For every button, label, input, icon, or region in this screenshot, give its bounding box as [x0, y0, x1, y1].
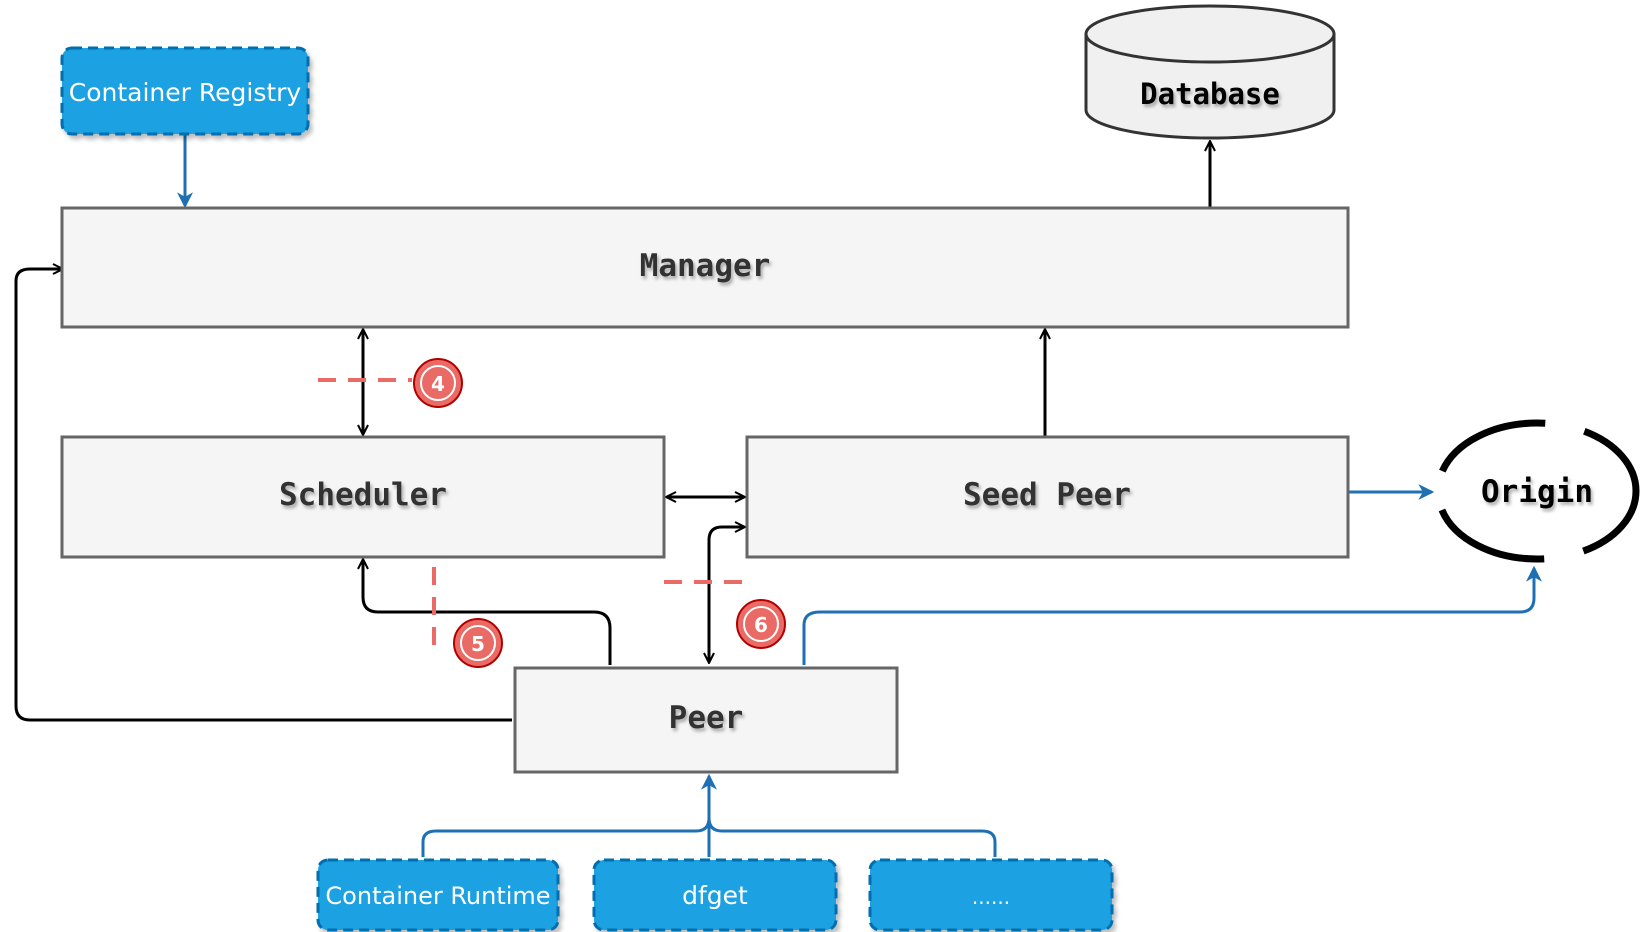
step-marker-4-label: 4 [431, 372, 445, 396]
database-label: Database [1140, 77, 1280, 111]
edge-peer-to-origin [802, 565, 1542, 665]
more-clients-label: ...... [972, 885, 1010, 909]
peer-node[interactable]: Peer [513, 666, 899, 774]
step-marker-5-label: 5 [471, 632, 485, 656]
step-marker-6-label: 6 [754, 613, 768, 637]
manager-node[interactable]: Manager [60, 206, 1350, 329]
container-registry-label: Container Registry [69, 78, 302, 107]
step-dividers [318, 378, 754, 650]
dfget-node[interactable]: dfget [592, 858, 838, 932]
origin-label: Origin [1481, 474, 1593, 510]
step-marker-5: 5 [453, 618, 503, 668]
step-marker-4: 4 [413, 358, 463, 408]
edge-peer-seed-peer [709, 527, 744, 662]
seed-peer-label: Seed Peer [963, 477, 1131, 513]
edges-blue [177, 134, 1542, 857]
origin-node[interactable]: Origin [1434, 419, 1640, 563]
edges-black [14, 142, 1210, 722]
more-clients-node[interactable]: ...... [868, 858, 1114, 932]
seed-peer-node[interactable]: Seed Peer [745, 435, 1350, 559]
edge-more-to-peer [707, 817, 997, 857]
manager-label: Manager [640, 248, 771, 284]
container-runtime-label: Container Runtime [325, 882, 550, 910]
peer-label: Peer [669, 700, 744, 736]
scheduler-label: Scheduler [279, 477, 447, 513]
edge-peer-to-manager [14, 269, 512, 722]
database-node[interactable]: Database [1084, 4, 1336, 140]
step-marker-6: 6 [736, 599, 786, 649]
container-registry-node[interactable]: Container Registry [60, 46, 310, 136]
container-runtime-node[interactable]: Container Runtime [316, 858, 560, 932]
dfget-label: dfget [682, 881, 748, 910]
scheduler-node[interactable]: Scheduler [60, 435, 666, 559]
edge-peer-to-scheduler [363, 560, 612, 665]
edge-clients-to-peer [421, 773, 717, 857]
